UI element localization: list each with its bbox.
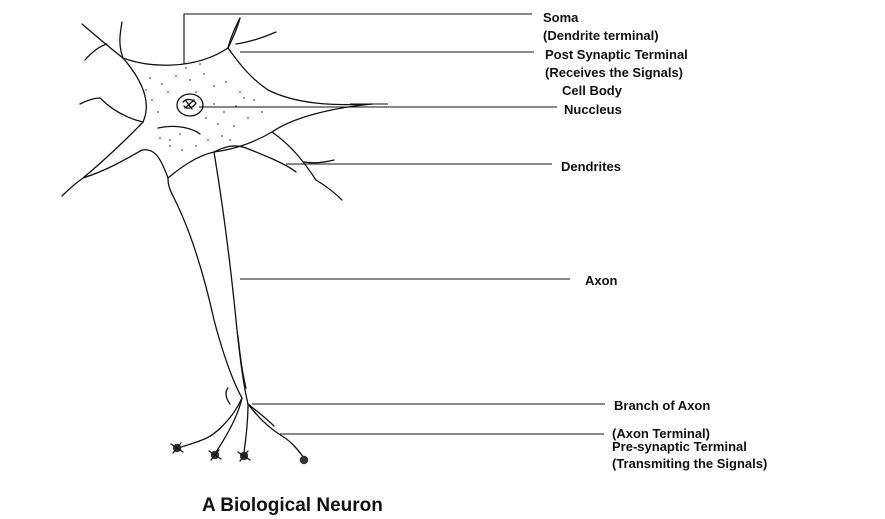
axon-branches-shape bbox=[178, 388, 304, 458]
label-dendrites: Dendrites bbox=[561, 159, 621, 174]
label-transmitting-signals: (Transmiting the Signals) bbox=[612, 456, 767, 471]
label-branch-of-axon: Branch of Axon bbox=[614, 398, 710, 413]
axon-shape bbox=[168, 152, 248, 404]
label-soma: Soma bbox=[543, 10, 579, 25]
nucleus-shape bbox=[177, 94, 203, 116]
label-cell-body: Cell Body bbox=[562, 83, 623, 98]
label-receives-signals: (Receives the Signals) bbox=[545, 65, 683, 80]
figure-caption: A Biological Neuron bbox=[202, 495, 383, 516]
label-pre-synaptic: Pre-synaptic Terminal bbox=[612, 439, 747, 454]
pre-synaptic-knobs bbox=[171, 443, 308, 464]
soma-leader bbox=[184, 14, 532, 64]
label-axon: Axon bbox=[585, 273, 618, 288]
label-nucleus: Nuccleus bbox=[564, 102, 622, 117]
leader-lines bbox=[184, 14, 605, 434]
cell-body-shape bbox=[83, 48, 372, 178]
label-dendrite-terminal: (Dendrite terminal) bbox=[543, 28, 659, 43]
label-post-synaptic: Post Synaptic Terminal bbox=[545, 47, 688, 62]
